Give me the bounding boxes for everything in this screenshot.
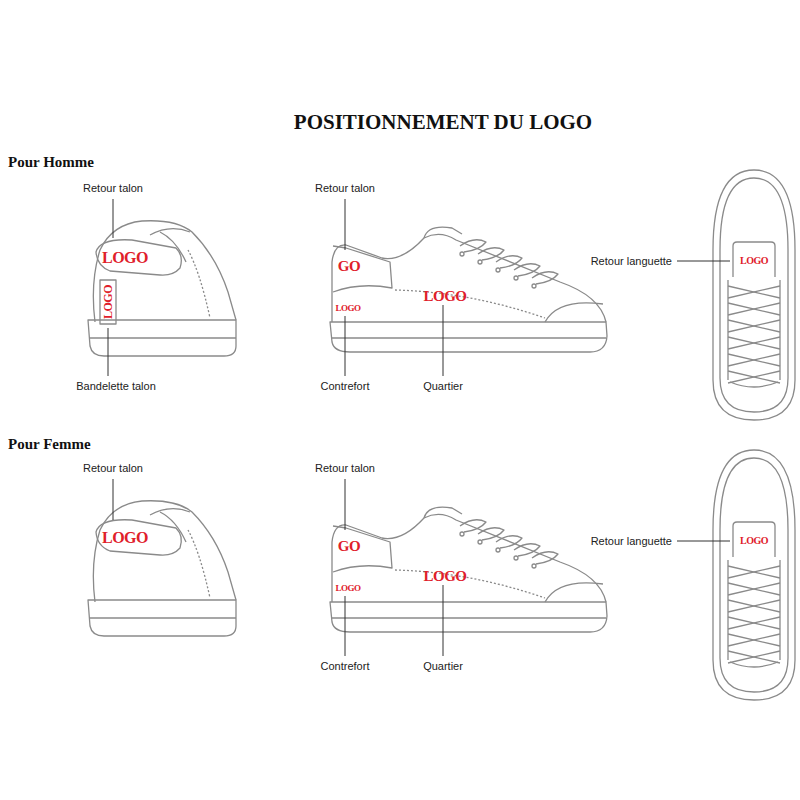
logo-mark: GO: [338, 259, 360, 274]
leader-line: [443, 305, 444, 376]
logo-mark: LOGO: [423, 569, 466, 584]
logo-mark: LOGO: [102, 530, 148, 546]
callout-label: Retour talon: [81, 463, 145, 474]
shoe-top-view: [713, 450, 795, 700]
leader-line: [345, 316, 346, 376]
callout-label: Bandelette talon: [74, 381, 158, 392]
callout-label: Quartier: [421, 661, 465, 672]
shoe-side-view: [330, 227, 607, 352]
leader-line: [113, 479, 114, 520]
leader-line: [345, 596, 346, 656]
callout-label: Retour talon: [313, 463, 377, 474]
diagram-title: POSITIONNEMENT DU LOGO: [294, 112, 592, 133]
leader-line: [108, 328, 109, 376]
logo-mark: LOGO: [423, 289, 466, 304]
leader-line: [345, 479, 346, 530]
shoe-back-view: [88, 221, 236, 356]
callout-label: Retour talon: [313, 183, 377, 194]
leader-line: [345, 199, 346, 250]
logo-mark: LOGO: [740, 256, 768, 266]
logo-mark: LOGO: [335, 304, 360, 313]
logo-mark: LOGO: [102, 285, 114, 319]
shoe-top-view: [713, 170, 795, 420]
callout-label: Retour languette: [589, 536, 674, 547]
leader-line: [677, 261, 730, 262]
shoe-side-view: [330, 507, 607, 632]
shoe-back-view: [88, 501, 236, 636]
callout-label: Contrefort: [319, 661, 372, 672]
logo-mark: LOGO: [102, 250, 148, 266]
leader-line: [443, 585, 444, 656]
callout-label: Contrefort: [319, 381, 372, 392]
section-heading: Pour Femme: [8, 437, 91, 452]
logo-mark: LOGO: [740, 536, 768, 546]
leader-line: [113, 199, 114, 238]
callout-label: Retour talon: [81, 183, 145, 194]
callout-label: Quartier: [421, 381, 465, 392]
section-heading: Pour Homme: [8, 155, 94, 170]
leader-lines: [108, 199, 730, 656]
logo-mark: LOGO: [335, 584, 360, 593]
leader-line: [677, 541, 730, 542]
callout-label: Retour languette: [589, 256, 674, 267]
logo-mark: GO: [338, 539, 360, 554]
